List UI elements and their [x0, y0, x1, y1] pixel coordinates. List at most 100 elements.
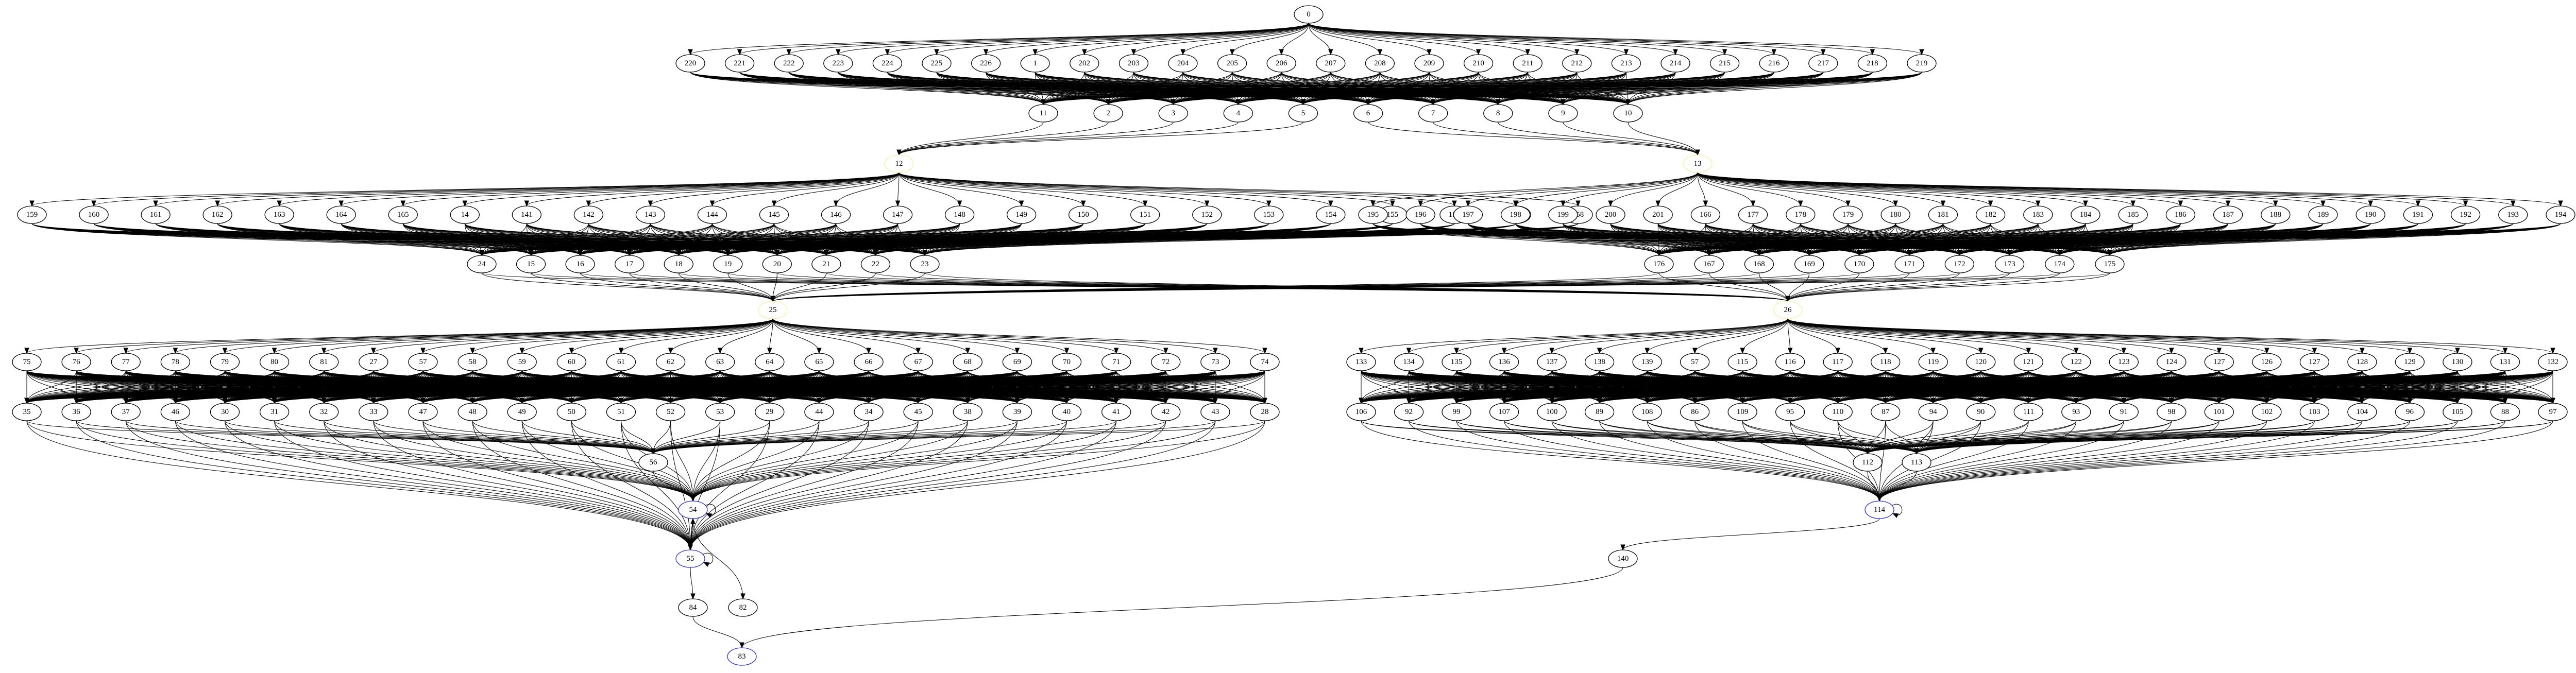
edge-12-156-arrowhead: [1452, 200, 1457, 207]
edge-46-56: [175, 420, 654, 454]
edge-25-61-arrowhead: [618, 348, 624, 354]
edge-25-68: [772, 318, 968, 354]
edge-132-109-arrowhead: [1740, 398, 1745, 404]
edge-41-55: [690, 420, 1117, 550]
edge-13-179: [1697, 172, 1849, 206]
edge-48-55: [472, 420, 691, 550]
edge-208-11: [1043, 72, 1380, 105]
edge-142-18: [588, 223, 679, 256]
edge-12-153: [899, 172, 1269, 206]
edge-205-2: [1108, 72, 1233, 105]
edge-25-74-arrowhead: [1262, 348, 1267, 354]
edge-212-11: [1043, 72, 1578, 105]
edge-219-7-arrowhead: [1430, 99, 1436, 106]
edge-1-3: [1035, 72, 1174, 105]
edge-137-106: [1361, 370, 1552, 404]
edge-26-129: [1787, 318, 2410, 354]
edge-167-25: [772, 272, 1709, 302]
edge-36-56: [76, 420, 654, 454]
edge-136-106: [1361, 370, 1505, 404]
edge-132-94-arrowhead: [1930, 398, 1936, 404]
edge-0-217: [1308, 23, 1824, 55]
edge-158-17-arrowhead: [626, 250, 632, 256]
edge-12-144: [711, 172, 900, 206]
edge-108-114: [1647, 420, 1880, 502]
edge-13-197-arrowhead: [1465, 200, 1471, 207]
edge-57b-106: [1361, 370, 1696, 404]
edge-13-190-arrowhead: [2368, 200, 2373, 207]
node-label: 222: [783, 59, 795, 67]
edge-225-11: [936, 72, 1044, 105]
edge-0-208-arrowhead: [1377, 49, 1383, 56]
edge-172-25: [772, 272, 1960, 302]
edge-132-102: [2266, 370, 2553, 404]
edge-13-182-arrowhead: [1988, 200, 1993, 207]
edge-12-152-arrowhead: [1205, 200, 1210, 207]
edge-99-114: [1456, 420, 1880, 502]
edge-13-184: [1697, 172, 2086, 206]
edge-140-83-arrowhead: [739, 642, 744, 649]
edge-194-170-arrowhead: [1857, 250, 1862, 256]
edge-0-204: [1182, 23, 1309, 55]
edge-13-195-arrowhead: [1370, 200, 1376, 207]
edge-0-226-arrowhead: [983, 49, 989, 56]
edge-97-113-arrowhead: [1914, 448, 1919, 455]
edge-205-11: [1043, 72, 1233, 105]
edge-144-17: [629, 223, 713, 256]
edge-185-176: [1658, 223, 2133, 256]
edge-25-79: [224, 318, 773, 354]
graph-node-0: 0: [1294, 5, 1324, 24]
edge-132-105: [2457, 370, 2553, 404]
edge-49-56: [521, 420, 654, 454]
edge-113-114-arrowhead: [1877, 495, 1882, 502]
edge-194-174: [2059, 223, 2561, 256]
edge-0-202: [1084, 23, 1309, 55]
edge-26-122-arrowhead: [2074, 348, 2079, 354]
edge-165-24: [402, 223, 482, 256]
edge-213-11: [1043, 72, 1626, 105]
edge-41-54: [692, 420, 1117, 502]
edge-140-83: [741, 567, 1623, 648]
edge-206-11: [1043, 72, 1282, 105]
edge-74-39: [1016, 370, 1265, 404]
edge-132-107-arrowhead: [1501, 398, 1507, 404]
edge-12-159-arrowhead: [29, 200, 35, 207]
edge-26-133-arrowhead: [1359, 348, 1364, 354]
edge-145-17: [629, 223, 774, 256]
edge-197-176: [1467, 223, 1659, 256]
graph-node-226: 226: [971, 54, 1001, 73]
edge-26-135: [1456, 318, 1788, 354]
edge-0-203: [1133, 23, 1309, 55]
edge-74-33-arrowhead: [371, 398, 376, 404]
edge-12-149-arrowhead: [1019, 200, 1024, 207]
edge-99-112: [1456, 420, 1868, 454]
edge-29-56: [653, 420, 770, 454]
edge-26-136: [1504, 318, 1788, 354]
edge-74-41: [1116, 370, 1265, 404]
edge-13-181: [1697, 172, 1943, 206]
edge-132-103: [2314, 370, 2553, 404]
edge-12-144-arrowhead: [709, 200, 715, 207]
edge-25-70-arrowhead: [1064, 348, 1070, 354]
edge-28-54: [692, 420, 1265, 502]
edge-194-172: [1959, 223, 2561, 256]
edge-149-24: [481, 223, 1022, 256]
edge-178-172: [1800, 223, 1960, 256]
edge-26-131-arrowhead: [2502, 348, 2508, 354]
edge-74-39-arrowhead: [1014, 398, 1020, 404]
edge-39-55: [690, 420, 1018, 550]
edge-132-105-arrowhead: [2455, 398, 2460, 404]
edge-0-222: [788, 23, 1309, 55]
edge-207-11: [1043, 72, 1331, 105]
edge-132-90: [1980, 370, 2553, 404]
edge-208-2: [1108, 72, 1380, 105]
edge-35-54: [26, 420, 693, 502]
edge-132-93: [2076, 370, 2553, 404]
edge-97-114: [1879, 420, 2553, 502]
edge-13-186-arrowhead: [2178, 200, 2183, 207]
node-label: 225: [931, 59, 943, 67]
edge-26-119-arrowhead: [1930, 348, 1936, 354]
edge-169-25: [772, 272, 1810, 302]
edge-224-11: [887, 72, 1044, 105]
edge-26-137: [1551, 318, 1788, 354]
